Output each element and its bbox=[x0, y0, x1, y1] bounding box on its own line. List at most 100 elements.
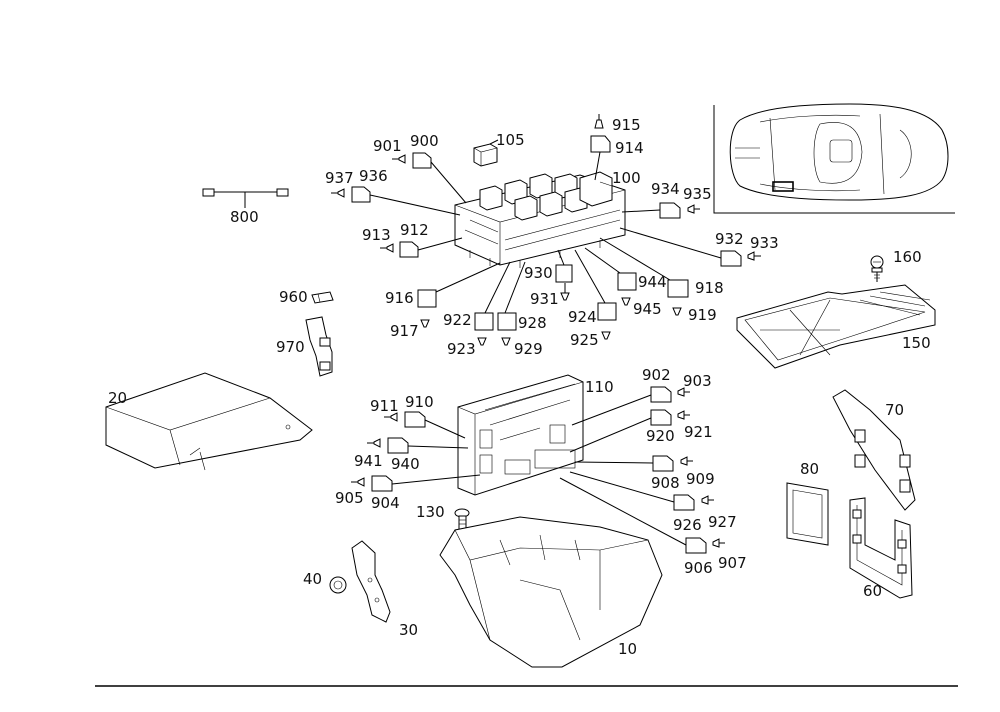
pin-935 bbox=[687, 204, 700, 214]
callout-937: 937 bbox=[325, 169, 354, 187]
connector-922 bbox=[474, 261, 511, 331]
connector-920 bbox=[569, 409, 672, 453]
callout-918: 918 bbox=[695, 279, 724, 297]
callout-970: 970 bbox=[276, 338, 305, 356]
pin-933 bbox=[747, 251, 761, 261]
callout-919: 919 bbox=[688, 306, 717, 324]
callout-945: 945 bbox=[633, 300, 662, 318]
connector-928 bbox=[497, 261, 526, 331]
grommet-40 bbox=[329, 576, 347, 594]
callout-921: 921 bbox=[684, 423, 713, 441]
connector-910 bbox=[404, 411, 466, 439]
callout-929: 929 bbox=[514, 340, 543, 358]
fuse-box-location-marker bbox=[772, 181, 794, 192]
pin-917 bbox=[420, 319, 430, 328]
pin-941 bbox=[367, 438, 381, 448]
pin-929 bbox=[501, 337, 511, 346]
callout-960: 960 bbox=[279, 288, 308, 306]
vehicle-location-inset bbox=[713, 103, 955, 214]
pin-911 bbox=[384, 412, 398, 422]
connector-924 bbox=[574, 249, 617, 321]
callout-903: 903 bbox=[683, 372, 712, 390]
callout-110: 110 bbox=[585, 378, 614, 396]
callout-800: 800 bbox=[230, 208, 259, 226]
screw-160 bbox=[870, 255, 884, 282]
callout-923: 923 bbox=[447, 340, 476, 358]
pin-915 bbox=[594, 114, 604, 129]
callout-934: 934 bbox=[651, 180, 680, 198]
pin-937 bbox=[331, 188, 345, 198]
connector-900 bbox=[412, 152, 467, 204]
pin-909 bbox=[680, 456, 693, 466]
callout-927: 927 bbox=[708, 513, 737, 531]
pin-919 bbox=[672, 307, 682, 316]
callout-40: 40 bbox=[303, 570, 322, 588]
connector-918 bbox=[599, 237, 689, 298]
callout-931: 931 bbox=[530, 290, 559, 308]
pin-921 bbox=[677, 410, 690, 420]
pin-905 bbox=[351, 477, 365, 487]
connector-914 bbox=[590, 135, 611, 181]
callout-944: 944 bbox=[638, 273, 667, 291]
pin-927 bbox=[701, 495, 714, 505]
connector-930 bbox=[555, 249, 573, 283]
callout-936: 936 bbox=[359, 167, 388, 185]
callout-30: 30 bbox=[399, 621, 418, 639]
pin-907 bbox=[712, 538, 725, 548]
callout-915: 915 bbox=[612, 116, 641, 134]
pin-945 bbox=[621, 297, 631, 306]
cover-20 bbox=[105, 372, 313, 471]
callout-928: 928 bbox=[518, 314, 547, 332]
callout-925: 925 bbox=[570, 331, 599, 349]
clip-960 bbox=[311, 291, 334, 304]
callout-912: 912 bbox=[400, 221, 429, 239]
connector-902 bbox=[571, 386, 672, 426]
callout-905: 905 bbox=[335, 489, 364, 507]
callout-906: 906 bbox=[684, 559, 713, 577]
tray-150 bbox=[736, 284, 936, 369]
relay-105 bbox=[473, 139, 499, 167]
connector-908 bbox=[574, 455, 674, 472]
callout-913: 913 bbox=[362, 226, 391, 244]
connector-934 bbox=[621, 202, 681, 219]
cable-800 bbox=[202, 188, 289, 208]
connector-926 bbox=[569, 471, 695, 511]
connectors bbox=[331, 114, 761, 554]
callout-922: 922 bbox=[443, 311, 472, 329]
car-outline-icon bbox=[729, 103, 949, 201]
connector-936 bbox=[351, 186, 461, 216]
callout-60: 60 bbox=[863, 582, 882, 600]
connector-944 bbox=[584, 247, 637, 291]
housing-10 bbox=[439, 516, 663, 668]
callout-150: 150 bbox=[902, 334, 931, 352]
callout-941: 941 bbox=[354, 452, 383, 470]
frame-60 bbox=[849, 497, 913, 599]
callout-932: 932 bbox=[715, 230, 744, 248]
callout-900: 900 bbox=[410, 132, 439, 150]
callout-924: 924 bbox=[568, 308, 597, 326]
callout-914: 914 bbox=[615, 139, 644, 157]
pin-903 bbox=[677, 387, 690, 397]
connector-912 bbox=[399, 237, 463, 258]
callout-910: 910 bbox=[405, 393, 434, 411]
callout-911: 911 bbox=[370, 397, 399, 415]
callout-917: 917 bbox=[390, 322, 419, 340]
connector-916 bbox=[417, 262, 501, 308]
connector-940 bbox=[387, 437, 469, 454]
pin-923 bbox=[477, 337, 487, 346]
callout-907: 907 bbox=[718, 554, 747, 572]
pin-913 bbox=[380, 243, 394, 253]
bracket-970 bbox=[305, 316, 333, 377]
pin-925 bbox=[601, 331, 611, 340]
callout-930: 930 bbox=[524, 264, 553, 282]
connector-906 bbox=[559, 477, 707, 554]
callout-902: 902 bbox=[642, 366, 671, 384]
callout-940: 940 bbox=[391, 455, 420, 473]
callout-100: 100 bbox=[612, 169, 641, 187]
trim-70 bbox=[832, 389, 916, 511]
control-module-110 bbox=[457, 374, 584, 496]
callout-933: 933 bbox=[750, 234, 779, 252]
callout-105: 105 bbox=[496, 131, 525, 149]
callout-904: 904 bbox=[371, 494, 400, 512]
